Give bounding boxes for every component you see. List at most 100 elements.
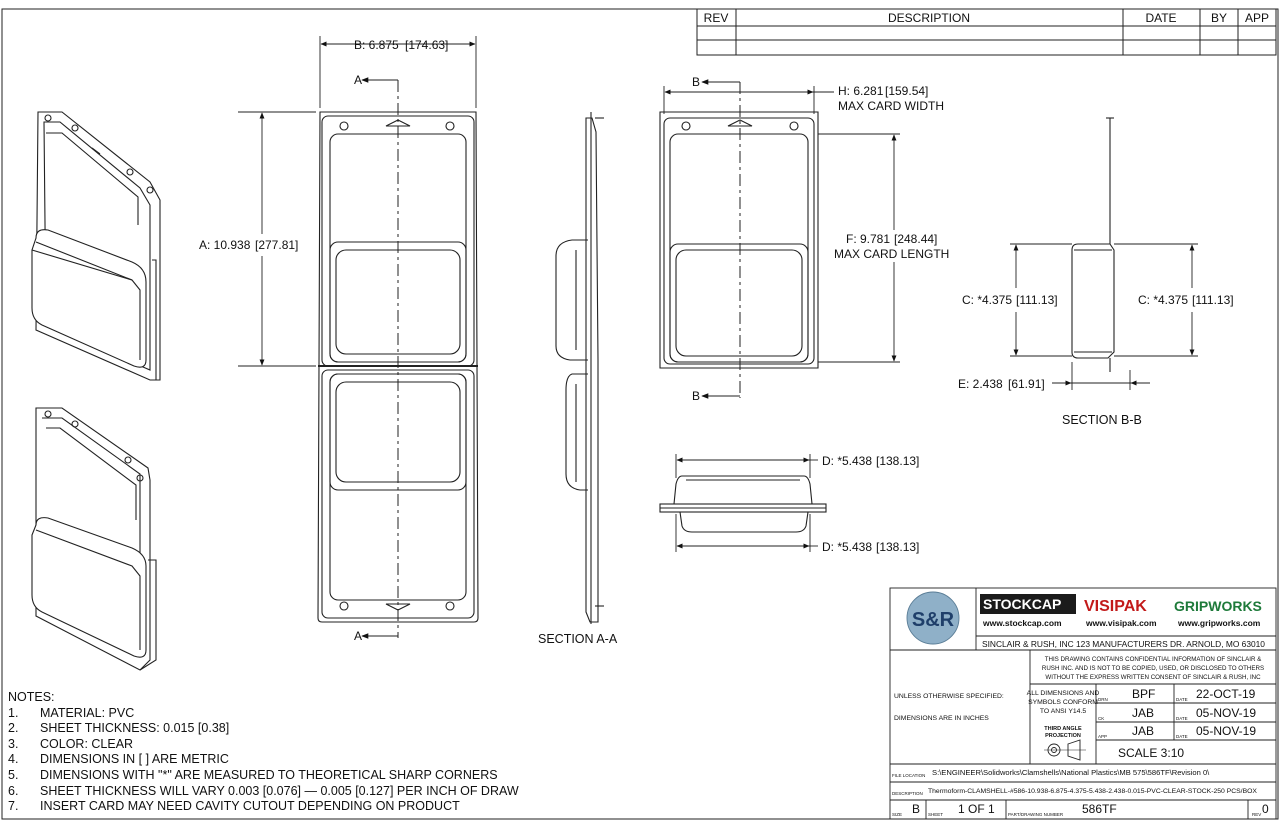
stockcap-url: www.stockcap.com — [982, 618, 1062, 628]
rev-header: REV — [704, 11, 729, 25]
unless-specified: UNLESS OTHERWISE SPECIFIED: — [894, 693, 1004, 700]
note-number: 7. — [8, 799, 19, 814]
note-item: 1. MATERIAL: PVC — [8, 706, 519, 722]
note-text: INSERT CARD MAY NEED CAVITY CUTOUT DEPEN… — [40, 799, 460, 814]
gripworks-url: www.gripworks.com — [1177, 618, 1261, 628]
drn-date-label: DATE — [1176, 697, 1188, 702]
title-block — [889, 587, 1277, 820]
dim-d-top: D: *5.438 — [822, 454, 872, 468]
dim-d-top-metric: [138.13] — [876, 454, 919, 468]
note-text: SHEET THICKNESS: 0.015 [0.38] — [40, 721, 230, 736]
drn-date: 22-OCT-19 — [1196, 687, 1256, 701]
dimension-lines — [238, 36, 1198, 552]
company-address: SINCLAIR & RUSH, INC 123 MANUFACTURERS D… — [982, 639, 1265, 649]
section-marker-a-bottom: A — [354, 629, 362, 643]
stockcap-brand: STOCKCAP — [983, 596, 1061, 612]
third-angle-line-1: THIRD ANGLE — [1044, 726, 1082, 732]
sheet-label: SHEET — [928, 812, 943, 817]
dimension-labels: B: 6.875 [174.63] A: 10.938 [277.81] H: … — [199, 38, 1234, 646]
dim-h-card-width: H: 6.281 — [838, 84, 884, 98]
all-dims-line-2: SYMBOLS CONFORM — [1028, 699, 1098, 706]
dim-b-width: B: 6.875 — [354, 38, 399, 52]
confidential-line-2: RUSH INC. AND IS NOT TO BE COPIED, USED,… — [1042, 665, 1264, 672]
note-number: 4. — [8, 752, 19, 767]
logo-text: S&R — [912, 609, 955, 631]
dim-a-length: A: 10.938 — [199, 238, 251, 252]
note-item: 7. INSERT CARD MAY NEED CAVITY CUTOUT DEP… — [8, 799, 519, 815]
section-b-label: SECTION B-B — [1062, 413, 1142, 427]
section-a-label: SECTION A-A — [538, 632, 618, 646]
section-d-profile — [659, 475, 827, 533]
app-value: JAB — [1132, 724, 1154, 738]
ck-date: 05-NOV-19 — [1196, 706, 1256, 720]
section-a-side-view — [555, 112, 604, 624]
file-location: S:\ENGINEER\Solidworks\Clamshells\Nation… — [932, 768, 1210, 777]
note-item: 4. DIMENSIONS IN [ ] ARE METRIC — [8, 752, 519, 768]
note-number: 5. — [8, 767, 19, 782]
note-item: 2.SHEET THICKNESS: 0.015 [0.38] — [8, 721, 519, 737]
date-header: DATE — [1145, 11, 1176, 25]
rev-value: 0 — [1262, 802, 1269, 816]
note-number: 6. — [8, 783, 19, 798]
sheet-value: 1 OF 1 — [958, 802, 995, 816]
sheet-border — [1, 8, 1279, 820]
cutting-planes: A A B B — [354, 73, 741, 643]
dim-b-width-metric: [174.63] — [405, 38, 448, 52]
part-number: 586TF — [1082, 802, 1117, 816]
note-text: DIMENSIONS WITH "*" ARE MEASURED TO THEO… — [40, 767, 498, 782]
note-text: MATERIAL: PVC — [40, 705, 135, 720]
isometric-view-closed — [31, 111, 161, 381]
description-header: DESCRIPTION — [888, 11, 970, 25]
by-header: BY — [1211, 11, 1227, 25]
rev-label: REV — [1252, 812, 1261, 817]
dim-e-depth: E: 2.438 — [958, 377, 1003, 391]
confidential-line-1: THIS DRAWING CONTAINS CONFIDENTIAL INFOR… — [1045, 656, 1262, 663]
section-marker-b-top: B — [692, 75, 700, 89]
notes-title: NOTES: — [8, 690, 55, 704]
confidential-line-3: WITHOUT THE EXPRESS WRITTEN CONSENT OF S… — [1045, 674, 1261, 681]
dim-e-depth-metric: [61.91] — [1008, 377, 1045, 391]
scale: SCALE 3:10 — [1118, 746, 1184, 760]
revision-block: REV DESCRIPTION DATE BY APP — [696, 8, 1277, 56]
size-label: SIZE — [892, 812, 902, 817]
dim-c-left: C: *4.375 — [962, 293, 1012, 307]
drn-value: BPF — [1132, 687, 1155, 701]
description-label: DESCRIPTION — [892, 791, 923, 796]
note-item: 6.SHEET THICKNESS WILL VARY 0.003 [0.076… — [8, 784, 519, 800]
section-marker-b-bottom: B — [692, 389, 700, 403]
ck-date-label: DATE — [1176, 716, 1188, 721]
isometric-view-open — [31, 407, 157, 671]
dim-f-card-length: F: 9.781 — [846, 232, 890, 246]
note-text: DIMENSIONS IN [ ] ARE METRIC — [40, 752, 229, 767]
dim-f-label: MAX CARD LENGTH — [834, 247, 949, 261]
dim-c-left-metric: [111.13] — [1016, 293, 1058, 307]
dim-h-card-width-metric: [159.54] — [885, 84, 928, 98]
title-block-text: S&R STOCKCAP www.stockcap.com VISIPAK ww… — [892, 594, 1269, 817]
section-marker-a-top: A — [354, 73, 362, 87]
third-angle-line-2: PROJECTION — [1045, 733, 1081, 739]
ck-value: JAB — [1132, 706, 1154, 720]
note-text: COLOR: CLEAR — [40, 736, 134, 751]
gripworks-brand: GRIPWORKS — [1174, 598, 1262, 614]
dim-h-label: MAX CARD WIDTH — [838, 99, 944, 113]
drn-label: DRN — [1098, 697, 1108, 702]
dim-d-bottom-metric: [138.13] — [876, 540, 919, 554]
sr-logo-icon — [906, 591, 960, 645]
app-date: 05-NOV-19 — [1196, 724, 1256, 738]
note-number: 3. — [8, 736, 19, 751]
note-item: 5. DIMENSIONS WITH "*" ARE MEASURED TO TH… — [8, 768, 519, 784]
dims-in-inches: DIMENSIONS ARE IN INCHES — [894, 715, 989, 722]
all-dims-line-1: ALL DIMENSIONS AND — [1027, 690, 1100, 697]
note-number: 1. — [8, 705, 19, 720]
card-section-view — [659, 111, 819, 369]
visipak-brand: VISIPAK — [1084, 598, 1147, 615]
visipak-url: www.visipak.com — [1085, 618, 1157, 628]
dim-f-card-length-metric: [248.44] — [894, 232, 937, 246]
app-label: APP — [1098, 734, 1107, 739]
all-dims-line-3: TO ANSI Y14.5 — [1040, 708, 1086, 715]
dim-a-length-metric: [277.81] — [255, 238, 298, 252]
notes-block: NOTES: 1. MATERIAL: PVC 2.SHEET THICKNESS… — [8, 690, 519, 815]
description: Thermoform-CLAMSHELL-#586-10.938-6.875-4… — [928, 788, 1257, 795]
app-date-label: DATE — [1176, 734, 1188, 739]
